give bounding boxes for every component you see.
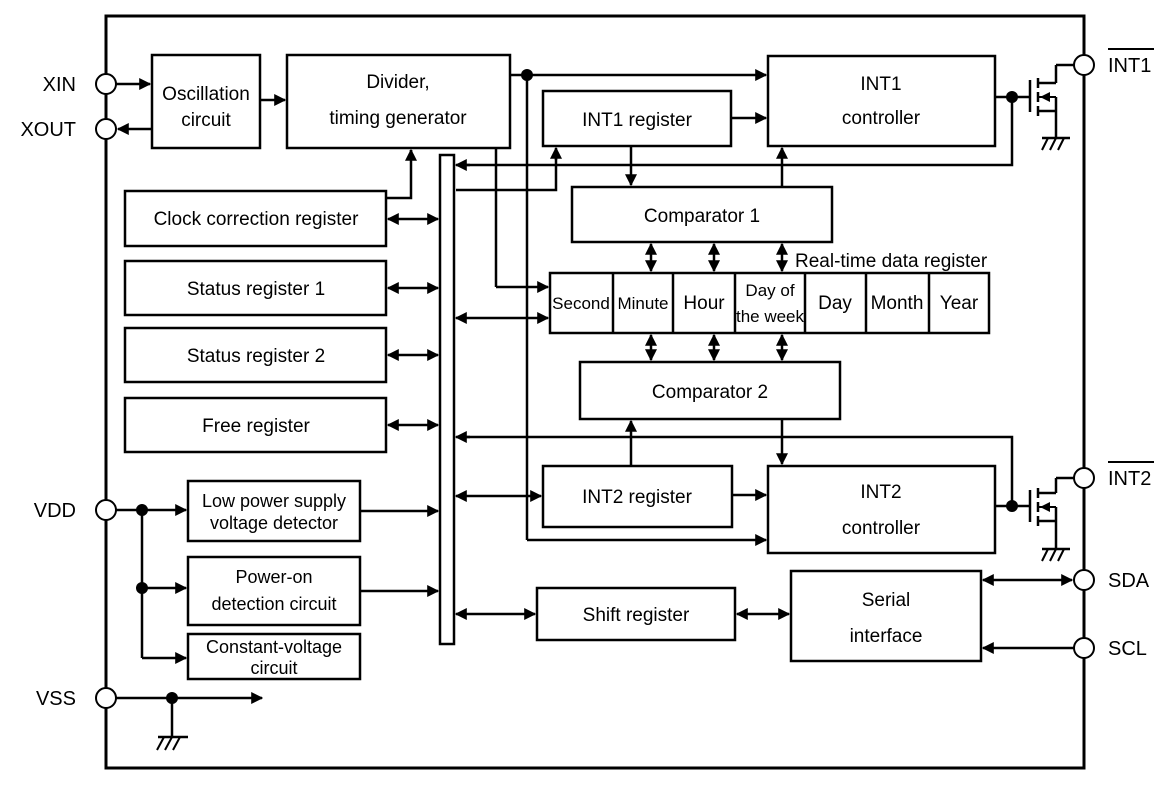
int2-controller-line1: INT2 xyxy=(860,482,901,503)
free-register-label: Free register xyxy=(202,416,310,437)
free-register: Free register xyxy=(123,396,388,454)
comparator-1: Comparator 1 xyxy=(570,185,834,244)
int2-output-transistor xyxy=(1028,476,1074,562)
internal-bus xyxy=(438,153,456,646)
rtc-cell-year: Year xyxy=(940,293,979,314)
rtc-cell-second: Second xyxy=(552,294,610,313)
pin-sda-label: SDA xyxy=(1108,570,1150,592)
pin-vss-label: VSS xyxy=(36,688,76,710)
status-register-1-label: Status register 1 xyxy=(187,279,325,300)
serial-interface-line2: interface xyxy=(850,626,923,647)
rtc-cell-dow-line2: the week xyxy=(736,307,805,326)
chip-outline xyxy=(104,14,1086,770)
divider-line1: Divider, xyxy=(366,72,429,93)
constant-voltage-line1: Constant-voltage xyxy=(206,637,342,657)
power-on-line2: detection circuit xyxy=(211,594,336,614)
low-power-line1: Low power supply xyxy=(202,491,346,511)
power-on-detection-circuit: Power-on detection circuit xyxy=(186,555,362,627)
rtc-register-label: Real-time data register xyxy=(795,251,988,272)
int1-register: INT1 register xyxy=(541,89,733,148)
pin-scl: SCL xyxy=(1073,637,1147,660)
serial-interface: Serial interface xyxy=(789,569,983,663)
comparator-2: Comparator 2 xyxy=(578,360,842,421)
divider-line2: timing generator xyxy=(329,108,467,129)
oscillation-line2: circuit xyxy=(181,110,231,131)
shift-register-label: Shift register xyxy=(583,605,690,626)
comparator-2-label: Comparator 2 xyxy=(652,382,768,403)
pin-int1: INT1 xyxy=(1073,48,1154,77)
pin-sda: SDA xyxy=(1073,569,1150,592)
clock-correction-register: Clock correction register xyxy=(123,189,388,248)
pin-vdd: VDD xyxy=(34,499,117,522)
int1-controller-line1: INT1 xyxy=(860,74,901,95)
pin-int2-label: INT2 xyxy=(1108,468,1151,490)
int1-register-label: INT1 register xyxy=(582,110,692,131)
rtc-cell-minute: Minute xyxy=(617,294,668,313)
serial-interface-line1: Serial xyxy=(862,590,911,611)
pin-xin: XIN xyxy=(43,73,117,96)
status-register-2-label: Status register 2 xyxy=(187,346,325,367)
int2-controller-line2: controller xyxy=(842,518,921,539)
low-power-supply-voltage-detector: Low power supply voltage detector xyxy=(186,479,362,543)
shift-register: Shift register xyxy=(535,586,737,642)
power-on-line1: Power-on xyxy=(235,567,312,587)
status-register-1: Status register 1 xyxy=(123,259,388,317)
int1-controller: INT1 controller xyxy=(766,54,997,148)
low-power-line2: voltage detector xyxy=(210,513,338,533)
divider-timing-generator: Divider, timing generator xyxy=(285,53,512,150)
int2-register-label: INT2 register xyxy=(582,487,692,508)
oscillation-circuit: Oscillation circuit xyxy=(150,53,262,150)
pin-int2: INT2 xyxy=(1073,461,1154,490)
rtc-cell-month: Month xyxy=(871,293,924,314)
vss-ground-symbol xyxy=(156,735,188,751)
status-register-2: Status register 2 xyxy=(123,326,388,384)
rtc-cell-hour: Hour xyxy=(683,293,725,314)
oscillation-line1: Oscillation xyxy=(162,84,250,105)
int2-controller: INT2 controller xyxy=(766,464,997,555)
connections xyxy=(116,69,1074,751)
int2-register: INT2 register xyxy=(541,464,734,529)
comparator-1-label: Comparator 1 xyxy=(644,206,760,227)
int1-controller-line2: controller xyxy=(842,108,921,129)
pin-vdd-label: VDD xyxy=(34,500,76,522)
rtc-cell-day: Day xyxy=(818,293,852,314)
real-time-data-register: Real-time data register Second Minute Ho… xyxy=(548,251,991,335)
int1-output-transistor xyxy=(1028,63,1074,151)
constant-voltage-line2: circuit xyxy=(250,658,297,678)
pin-xin-label: XIN xyxy=(43,74,76,96)
pin-xout-label: XOUT xyxy=(20,119,76,141)
clock-correction-label: Clock correction register xyxy=(154,209,360,230)
pin-scl-label: SCL xyxy=(1108,638,1147,660)
pin-xout: XOUT xyxy=(20,118,117,141)
rtc-cell-dow-line1: Day of xyxy=(745,281,794,300)
pin-vss: VSS xyxy=(36,687,117,710)
pin-int1-label: INT1 xyxy=(1108,55,1151,77)
constant-voltage-circuit: Constant-voltage circuit xyxy=(186,632,362,681)
